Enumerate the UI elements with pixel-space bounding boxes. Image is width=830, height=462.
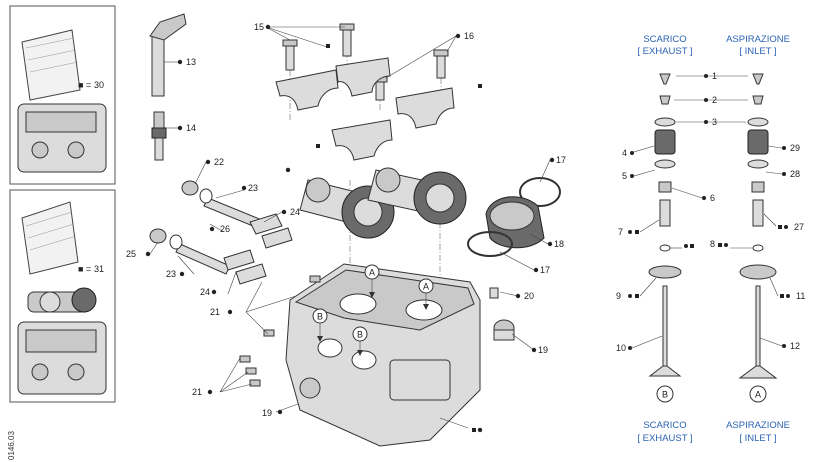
svg-text:A: A [369,268,375,278]
callout-14: 14 [186,123,196,133]
marker-B-1: B [312,308,328,342]
inset-top-label: 30 [94,80,104,90]
svg-text:B: B [317,312,323,322]
legend-num-4: 4 [622,148,627,158]
exhaust-bottom-marker: B [662,390,668,400]
legend-num-27: 27 [794,222,804,232]
diagram-code: 0146.03 [7,431,16,460]
ignition-coil [149,13,187,97]
fitting-20 [493,319,515,341]
valve-legend: SCARICO [ EXHAUST ] ASPIRAZIONE [ INLET … [616,34,805,444]
callout-21a: 21 [210,307,220,317]
callout-26: 26 [220,224,230,234]
bolt-16b [433,49,449,79]
legend-num-28: 28 [790,169,800,179]
dowel-21b [245,367,257,375]
legend-num-5: 5 [622,171,627,181]
dowel-21d [263,329,275,337]
exhaust-valve-stack: B [648,73,682,403]
callout-22: 22 [214,157,224,167]
cam-cap-3 [331,119,393,161]
legend-num-11: 11 [796,291,805,301]
engine-head-thumb-bottom [17,321,107,395]
cylinder-head [285,263,481,447]
inlet-sub-bottom: [ INLET ] [739,433,776,444]
cam-cap-1 [275,69,339,111]
cam-cap-4 [395,87,455,129]
callout-17a: 17 [556,155,566,165]
marker-A-2: A [418,278,434,310]
spacer-26b [169,234,183,250]
callout-21b: 21 [192,387,202,397]
callout-13: 13 [186,57,196,67]
inset-top-marker: ■ = [78,80,91,90]
inset-bottom-marker: ■ = [78,264,91,274]
callout-15: 15 [254,22,264,32]
legend-num-8: 8 [710,239,715,249]
legend-num-29: 29 [790,143,800,153]
svg-text:A: A [423,282,429,292]
inlet-title-top: ASPIRAZIONE [726,34,790,45]
callout-20: 19 [538,345,548,355]
spark-plug [151,111,167,161]
rocker-arm-3 [223,249,255,271]
svg-text:B: B [357,330,363,340]
rocker-arm-1 [249,213,283,235]
inset-panel-top: ■ = 30 [9,5,116,185]
inlet-sub-top: [ INLET ] [739,46,776,57]
callout-24b: 24 [200,287,210,297]
legend-num-12: 12 [790,341,800,351]
intake-clamp-top [519,177,561,207]
cam-cap-2 [335,57,391,97]
callout-17b: 17 [540,265,550,275]
camshaft-inlet [367,167,467,225]
legend-num-3: 3 [712,117,717,127]
exhaust-sub-top: [ EXHAUST ] [637,46,692,57]
legend-num-10: 10 [616,343,626,353]
bolt-15a [282,39,298,71]
dowel-21c [249,379,261,387]
callout-25: 25 [126,249,136,259]
callout-23a: 23 [248,183,258,193]
rocker-shaft-2 [175,243,231,275]
callout-18: 18 [554,239,564,249]
legend-num-1: 1 [712,71,717,81]
plug-22 [181,180,199,196]
plug-25 [149,228,167,244]
marker-A-1: A [364,264,380,298]
exhaust-title-top: SCARICO [643,34,686,45]
inlet-title-bottom: ASPIRAZIONE [726,420,790,431]
callout-19b: 20 [524,291,534,301]
callout-19a: 19 [262,408,272,418]
legend-num-2: 2 [712,95,717,105]
dowel-19 [489,287,499,299]
dowel-21a [239,355,251,363]
marker-B-2: B [352,326,368,356]
intake-clamp-bottom [467,231,513,257]
inset-bottom-label: 31 [94,264,104,274]
spacer-26a [199,188,213,204]
exhaust-sub-bottom: [ EXHAUST ] [637,433,692,444]
engine-head-thumb-top [17,103,107,173]
intake-manifold [485,196,545,249]
legend-num-9: 9 [616,291,621,301]
bolt-15b [339,23,355,57]
callout-16: 16 [464,31,474,41]
legend-num-6: 6 [710,193,715,203]
dowel-21e [309,275,321,283]
callout-23b: 23 [166,269,176,279]
inlet-bottom-marker: A [755,390,761,400]
legend-num-7: 7 [618,227,623,237]
exhaust-title-bottom: SCARICO [643,420,686,431]
inlet-valve-stack: A [738,73,778,403]
camshaft-thumb [27,287,97,313]
rocker-arm-2 [261,227,293,249]
callout-24a: 24 [290,207,300,217]
rocker-arm-4 [235,263,267,285]
inset-panel-bottom: ■ = 31 [9,189,116,403]
